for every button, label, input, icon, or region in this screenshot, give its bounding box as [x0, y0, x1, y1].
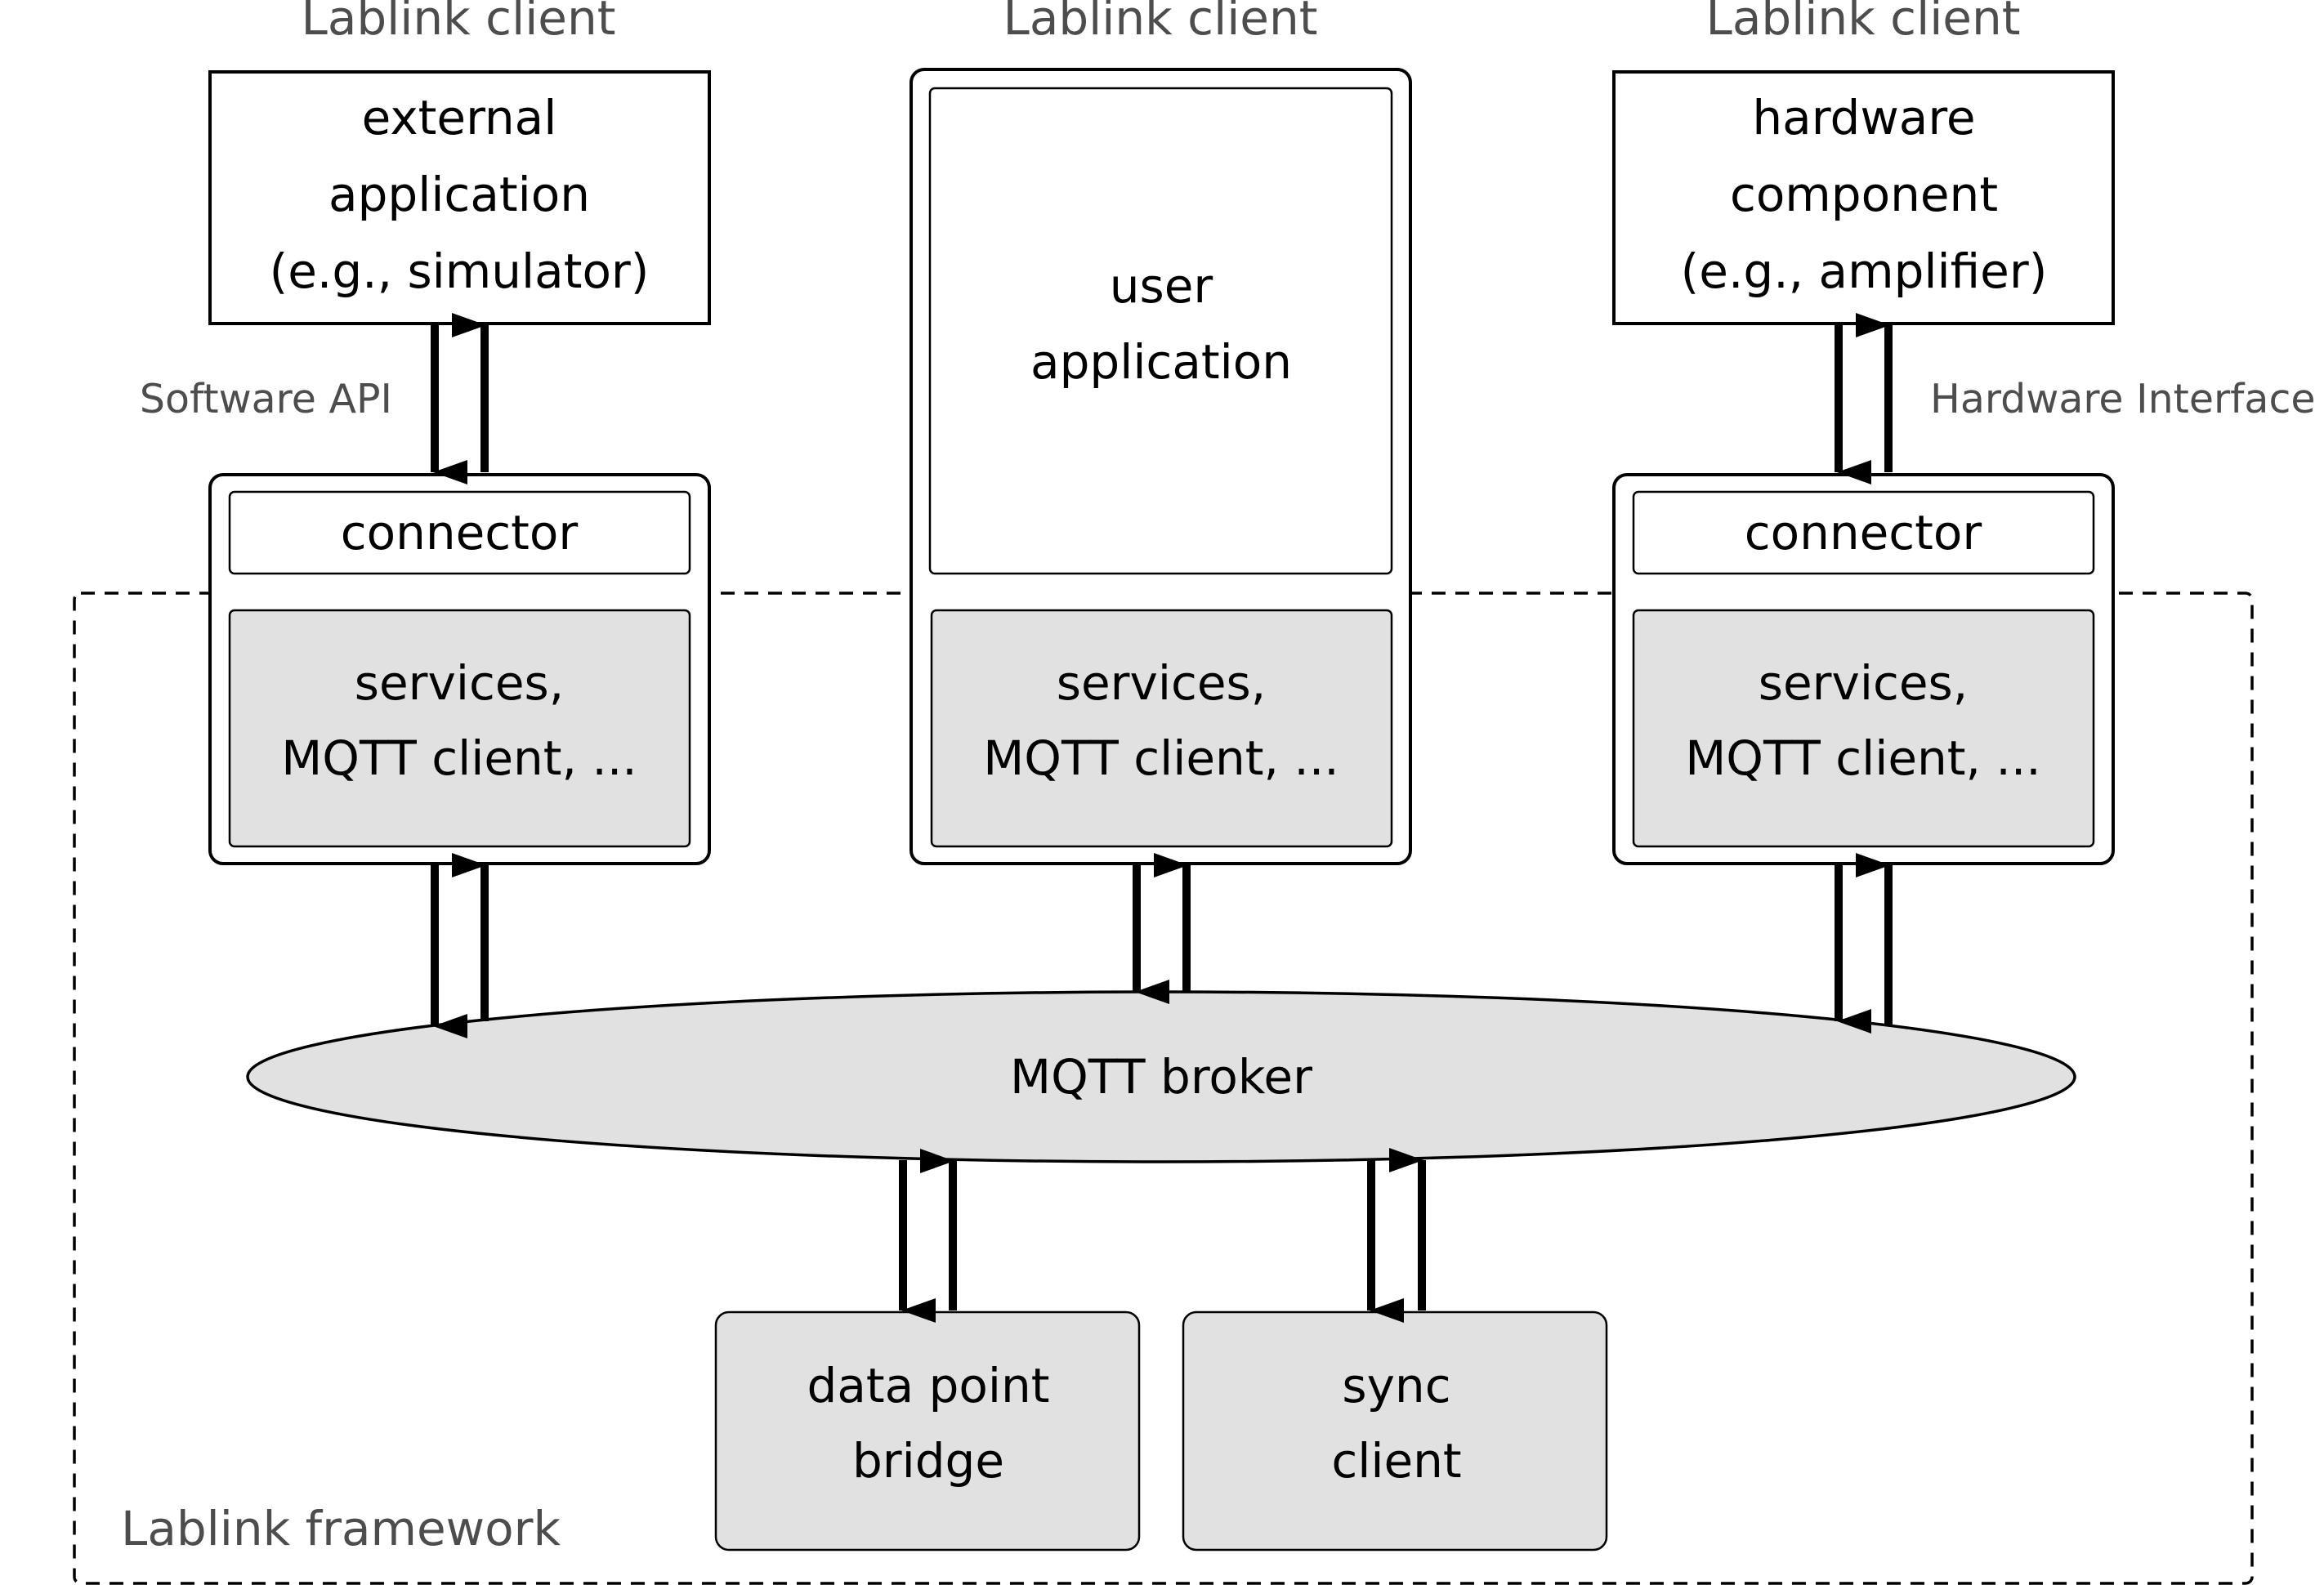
- external-application-label-line-2: application: [328, 167, 590, 222]
- data-point-bridge-label-line-1: data point: [807, 1358, 1050, 1413]
- hardware-component-label-line-3: (e.g., amplifier): [1681, 243, 2048, 299]
- services-label-line-2: MQTT client, ...: [1685, 730, 2040, 786]
- external-application-label-line-1: external: [362, 90, 557, 145]
- sync-client-label-line-2: client: [1331, 1433, 1461, 1489]
- client-external-application: Lablink client external application (e.g…: [140, 0, 711, 865]
- hardware-component-label-line-1: hardware: [1752, 90, 1975, 145]
- client-heading: Lablink client: [1706, 0, 2021, 46]
- services-label-line-1: services,: [355, 655, 564, 711]
- connector-box: [1632, 490, 2095, 575]
- services-box: [228, 609, 691, 848]
- client-user-application: Lablink client user application services…: [909, 0, 1412, 865]
- user-application-label-line-1: user: [1110, 258, 1213, 314]
- lablink-framework-boundary: [73, 592, 2254, 1585]
- mqtt-broker-label: MQTT broker: [1010, 1049, 1312, 1105]
- connector-label: connector: [1745, 505, 1982, 560]
- connector-box: [228, 490, 691, 575]
- connector-label: connector: [341, 505, 579, 560]
- services-box: [1632, 609, 2095, 848]
- client-heading: Lablink client: [1003, 0, 1318, 46]
- sync-client: sync client: [1182, 1310, 1608, 1552]
- services-box: [930, 609, 1393, 848]
- hardware-component-label-line-2: component: [1730, 167, 1998, 222]
- services-label-line-1: services,: [1057, 655, 1266, 711]
- hardware-interface-label: Hardware Interface: [1930, 376, 2316, 422]
- user-application-box: [928, 87, 1393, 575]
- services-label-line-2: MQTT client, ...: [281, 730, 637, 786]
- external-application-box: [208, 70, 711, 325]
- client-hardware-component: Lablink client hardware component (e.g.,…: [1612, 0, 2316, 865]
- services-label-line-1: services,: [1759, 655, 1968, 711]
- sync-client-label-line-1: sync: [1342, 1358, 1450, 1413]
- data-point-bridge-box: [714, 1310, 1141, 1552]
- client-heading: Lablink client: [302, 0, 616, 46]
- user-application-label-line-2: application: [1030, 334, 1292, 390]
- hardware-component-box: [1612, 70, 2115, 325]
- sync-client-box: [1182, 1310, 1608, 1552]
- software-api-label: Software API: [140, 376, 392, 422]
- services-label-line-2: MQTT client, ...: [983, 730, 1339, 786]
- external-application-label-line-3: (e.g., simulator): [270, 243, 650, 299]
- lablink-framework-label: Lablink framework: [121, 1501, 561, 1556]
- data-point-bridge: data point bridge: [714, 1310, 1141, 1552]
- data-point-bridge-label-line-2: bridge: [852, 1433, 1004, 1489]
